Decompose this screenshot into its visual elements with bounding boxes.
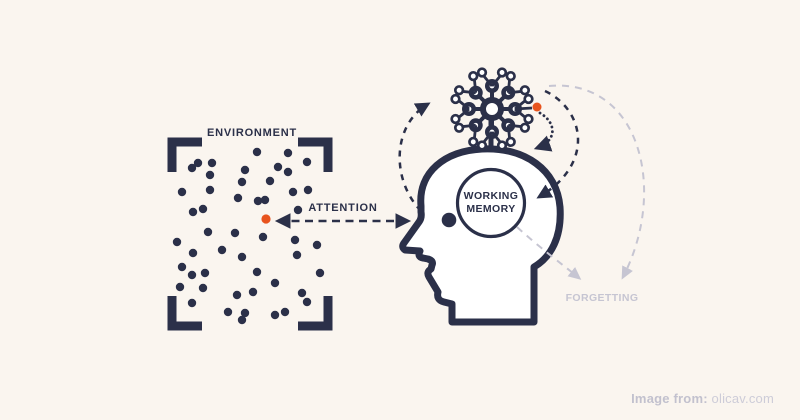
environment-dot xyxy=(265,176,275,186)
ltm-focus-node xyxy=(532,102,542,112)
working-memory-circle xyxy=(455,167,527,239)
environment-label: ENVIRONMENT xyxy=(206,127,298,139)
environment-dot xyxy=(187,298,197,308)
forgetting-label: FORGETTING xyxy=(565,292,639,304)
environment-dot xyxy=(223,307,233,317)
environment-dot xyxy=(253,196,263,206)
environment-dot xyxy=(273,162,283,172)
environment-dot xyxy=(188,207,198,217)
environment-dot xyxy=(293,205,303,215)
environment-dot xyxy=(217,245,227,255)
environment-dot xyxy=(175,282,185,292)
environment-dot xyxy=(288,187,298,197)
environment-dot xyxy=(200,268,210,278)
environment-dot xyxy=(188,248,198,258)
attribution: Image from: olicav.com xyxy=(631,391,774,406)
environment-dot xyxy=(177,262,187,272)
environment-dot xyxy=(233,193,243,203)
environment-dot xyxy=(302,297,312,307)
environment-dot xyxy=(237,252,247,262)
environment-dot xyxy=(315,268,325,278)
environment-dot xyxy=(187,163,197,173)
working-memory-label-line2: MEMORY xyxy=(466,203,516,215)
environment-dot xyxy=(205,185,215,195)
environment-dot xyxy=(193,158,203,168)
attention-label: ATTENTION xyxy=(308,202,378,214)
environment-dot xyxy=(230,228,240,238)
environment-dot xyxy=(172,237,182,247)
environment-dot xyxy=(303,185,313,195)
environment-focus-dot xyxy=(261,214,271,224)
environment-dot xyxy=(248,287,258,297)
environment-dot xyxy=(240,165,250,175)
working-memory-label-line1: WORKING xyxy=(463,190,519,202)
environment-dot xyxy=(207,158,217,168)
environment-dot xyxy=(198,283,208,293)
environment-dot xyxy=(270,278,280,288)
environment-dot xyxy=(237,315,247,325)
encoding-arc-arrow xyxy=(398,102,431,212)
attribution-site: olicav.com xyxy=(711,391,774,406)
environment-dot xyxy=(252,147,262,157)
environment-dot xyxy=(297,288,307,298)
environment-dot xyxy=(302,157,312,167)
attribution-prefix: Image from: xyxy=(631,391,712,406)
forgetting-arrow-from-wm xyxy=(516,226,582,280)
environment-dot xyxy=(240,308,250,318)
environment-dot xyxy=(198,204,208,214)
environment-dot xyxy=(283,167,293,177)
retrieval-arc-arrow xyxy=(536,89,580,199)
environment-dot xyxy=(203,227,213,237)
viewfinder-brackets-icon xyxy=(167,137,333,331)
environment-dot xyxy=(260,195,270,205)
environment-dot xyxy=(205,170,215,180)
environment-dot xyxy=(258,232,268,242)
environment-dot xyxy=(283,148,293,158)
rehearsal-dotted-arrow xyxy=(533,111,554,152)
environment-dot xyxy=(187,270,197,280)
neuron-network-icon xyxy=(449,66,542,152)
environment-dot xyxy=(290,235,300,245)
environment-dot xyxy=(312,240,322,250)
environment-dot xyxy=(292,250,302,260)
environment-dot xyxy=(232,290,242,300)
forgetting-arc-from-ltm xyxy=(548,84,646,280)
environment-dot xyxy=(270,310,280,320)
environment-dot xyxy=(280,307,290,317)
environment-dot xyxy=(252,267,262,277)
environment-dot xyxy=(177,187,187,197)
environment-dots xyxy=(172,147,325,325)
eye-dot xyxy=(441,212,457,228)
working-memory-label: WORKING MEMORY xyxy=(446,190,536,216)
environment-dot xyxy=(237,177,247,187)
